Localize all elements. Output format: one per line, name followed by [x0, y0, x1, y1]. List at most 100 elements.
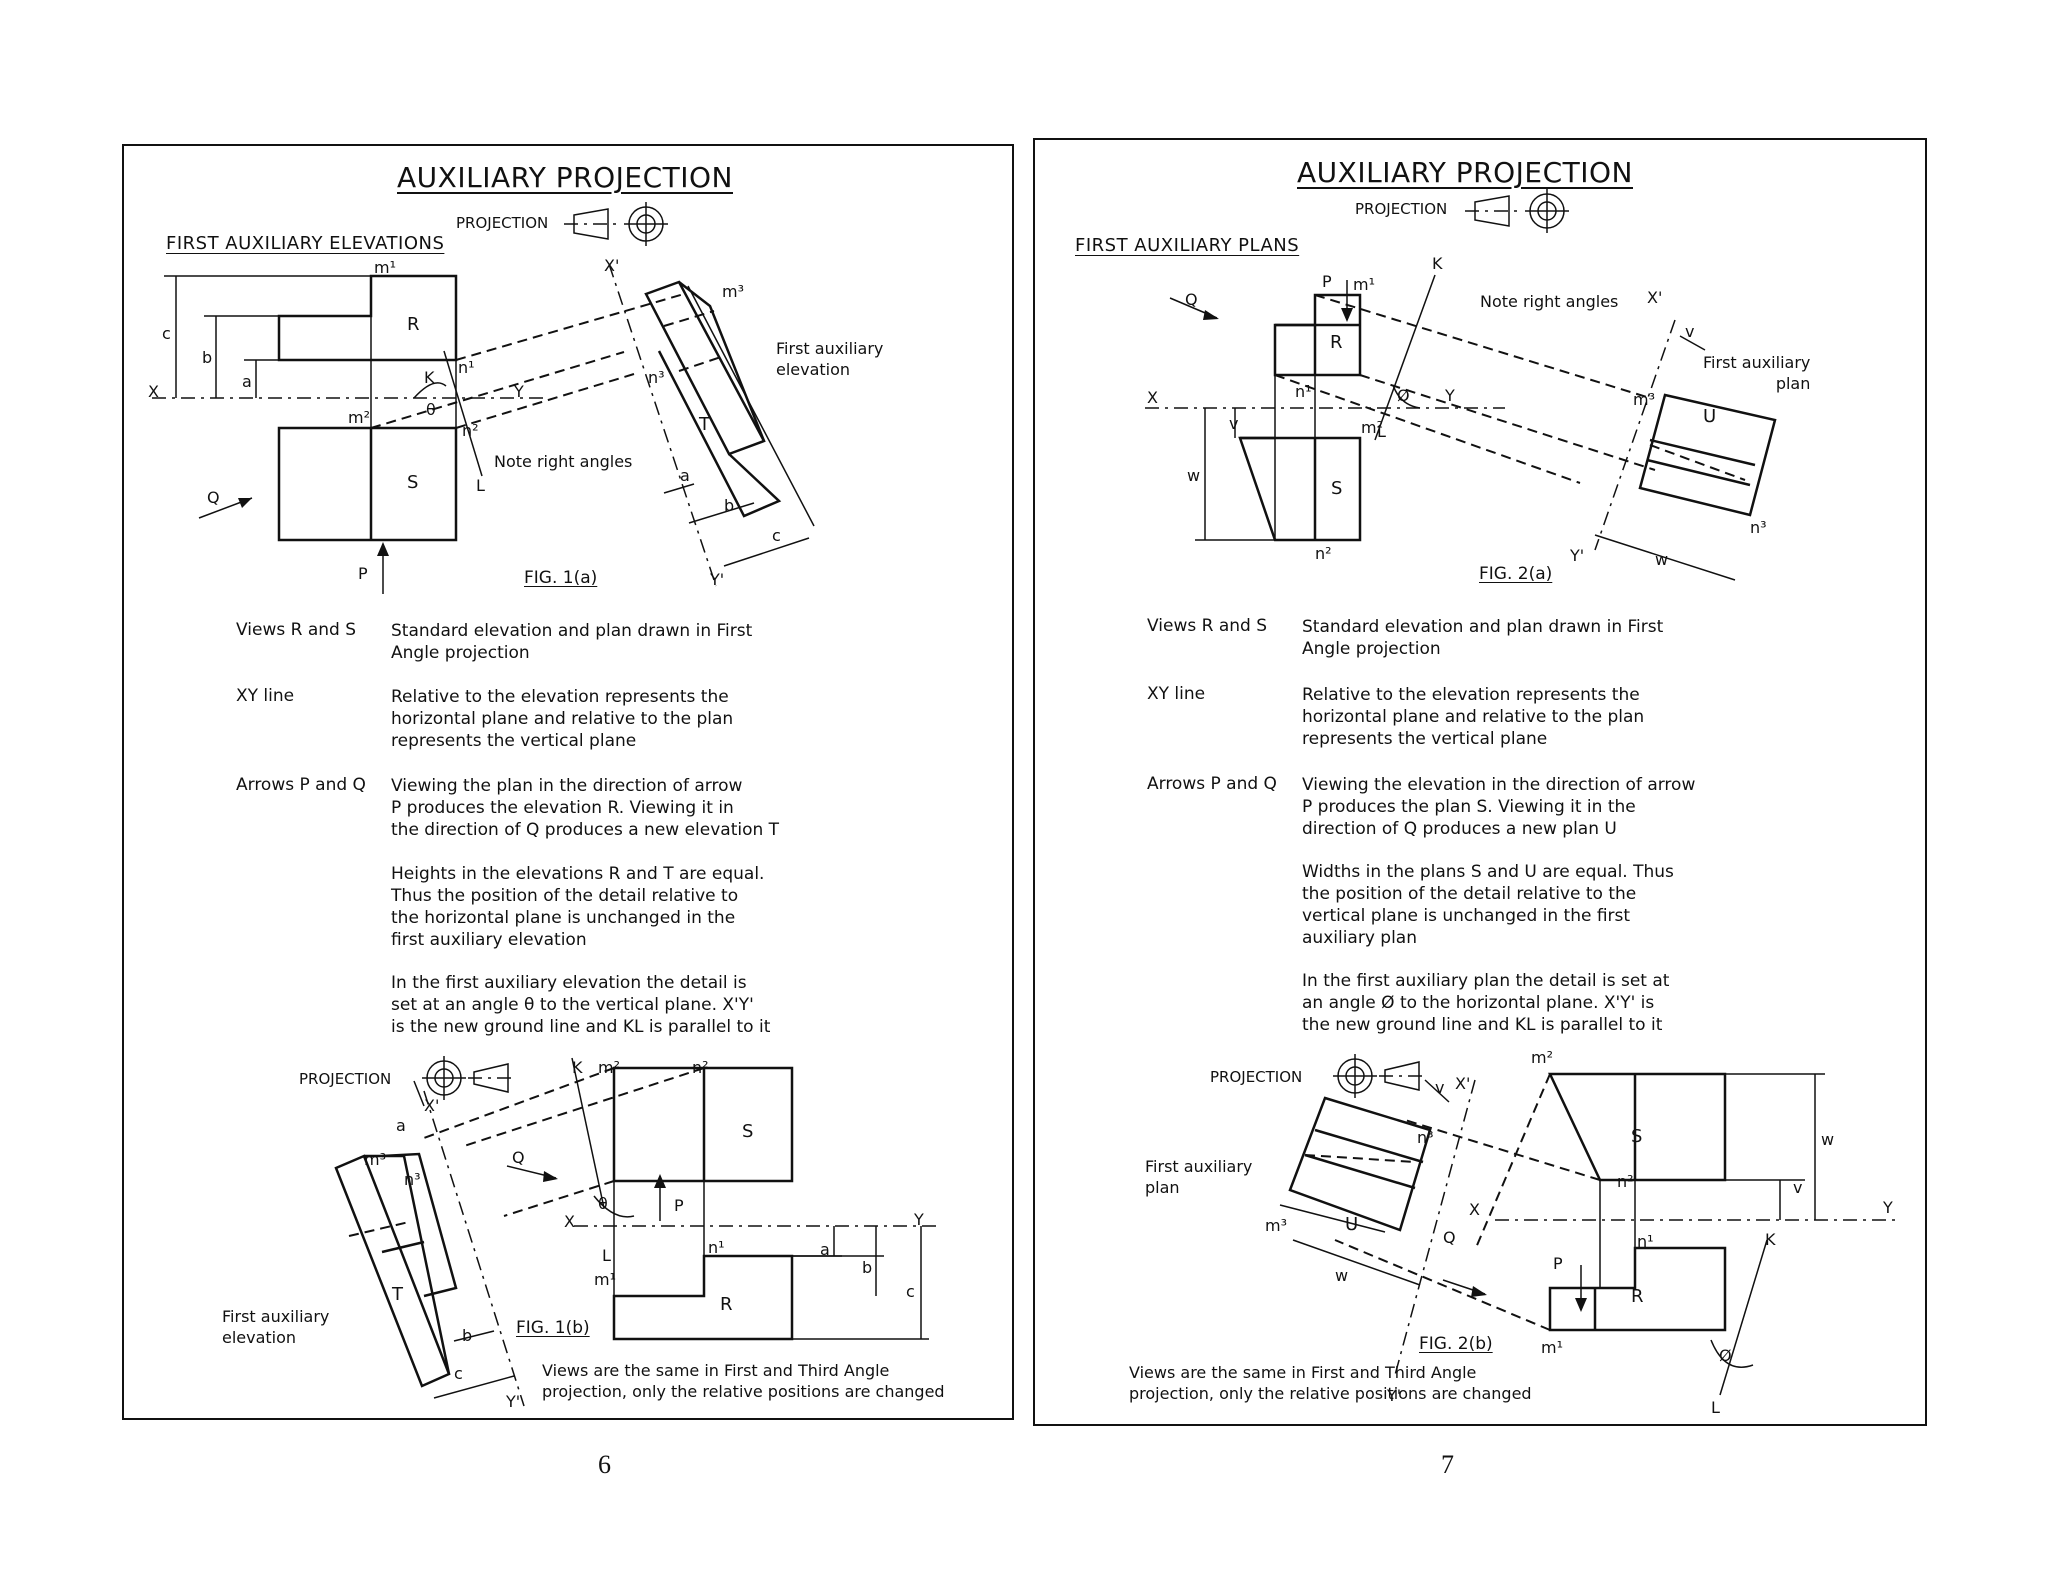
page-title: AUXILIARY PROJECTION — [397, 161, 733, 194]
projection-symbol-icon — [1465, 189, 1569, 233]
note-right-angles: Note right angles — [494, 452, 633, 471]
dim-b-aux-label: b — [724, 496, 735, 515]
arrow-q-label-b: Q — [1443, 1228, 1456, 1247]
desc-term-1: Views R and S — [1147, 616, 1267, 636]
point-m2-label: m² — [1361, 418, 1383, 437]
view-s-label-b: S — [1631, 1126, 1643, 1147]
view-r-label: R — [407, 314, 420, 335]
y-label: Y — [514, 382, 524, 401]
l-label-b: L — [1711, 1398, 1720, 1417]
desc-text-3: Viewing the plan in the direction of arr… — [391, 776, 780, 840]
page-subtitle: FIRST AUXILIARY ELEVATIONS — [166, 233, 445, 254]
point-m3-label-b: m³ — [1265, 1216, 1287, 1235]
dim-w-aux-label-b: w — [1335, 1266, 1349, 1285]
desc-text-5: In the first auxiliary elevation the det… — [391, 973, 771, 1037]
y-label-b: Y — [914, 1210, 924, 1229]
projection-symbol-icon — [564, 202, 668, 246]
phi-label: Ø — [1397, 386, 1410, 405]
dim-c-label: c — [162, 324, 171, 343]
point-n2-label-b: n² — [1617, 1172, 1634, 1191]
fig-1b-caption: FIG. 1(b) — [516, 1318, 590, 1338]
theta-label: θ — [426, 400, 436, 419]
footer-note-left: Views are the same in First and Third An… — [542, 1361, 945, 1401]
dim-a-label-b: a — [820, 1240, 830, 1259]
dim-v-aux-label-b: v — [1435, 1078, 1445, 1097]
point-n1-label: n¹ — [1295, 382, 1312, 401]
dim-v-aux-label: v — [1685, 322, 1695, 341]
x-label: X — [148, 382, 159, 401]
theta-label-b: θ — [598, 1194, 608, 1213]
point-n3-label: n³ — [1750, 518, 1767, 537]
y-prime-label: Y' — [1570, 546, 1585, 565]
point-n3-label-b: n³ — [1417, 1128, 1434, 1147]
dim-w-label: w — [1187, 466, 1201, 485]
arrow-q-label: Q — [1185, 290, 1198, 309]
desc-text-1: Standard elevation and plan drawn in Fir… — [391, 621, 753, 663]
desc-term-2: XY line — [236, 686, 295, 706]
projection-label: PROJECTION — [456, 214, 549, 232]
x-label-b: X — [564, 1212, 575, 1231]
desc-text-2: Relative to the elevation represents the… — [391, 687, 734, 751]
l-label-b: L — [602, 1246, 611, 1265]
desc-term-2: XY line — [1147, 684, 1206, 704]
desc-term-3: Arrows P and Q — [236, 775, 366, 795]
dim-a-aux-label-b: a — [396, 1116, 406, 1135]
page-left: AUXILIARY PROJECTION PROJECTION FIRST AU… — [122, 144, 1014, 1420]
page-number-right: 7 — [1441, 1450, 1454, 1479]
view-t-label-b: T — [392, 1284, 403, 1305]
y-label: Y — [1445, 386, 1455, 405]
point-n1-label-b: n¹ — [1637, 1232, 1654, 1251]
y-prime-label-b: Y' — [1387, 1386, 1402, 1405]
y-prime-label: Y' — [710, 570, 725, 589]
dim-c-aux-label-b: c — [454, 1364, 463, 1383]
arrow-p-label-b: P — [674, 1196, 684, 1215]
arrow-p-label: P — [1322, 272, 1332, 291]
view-s-label: S — [407, 472, 419, 493]
desc-term-1: Views R and S — [236, 620, 356, 640]
view-s-label: S — [1331, 478, 1343, 499]
l-label: L — [476, 476, 485, 495]
l-label: L — [1377, 422, 1386, 441]
x-prime-label-b: X' — [424, 1096, 440, 1115]
phi-label-b: Ø — [1719, 1346, 1732, 1365]
point-m3-label: m³ — [1633, 390, 1655, 409]
dim-b-label: b — [202, 348, 213, 367]
dim-v-label-b: v — [1793, 1178, 1803, 1197]
point-m3-label: m³ — [722, 282, 744, 301]
fig-1a-caption: FIG. 1(a) — [524, 568, 598, 588]
figure-2a-drawing — [1145, 274, 1777, 581]
desc-text-4: Widths in the plans S and U are equal. T… — [1302, 862, 1674, 948]
point-n3-label-b: n³ — [404, 1170, 421, 1189]
page-right: AUXILIARY PROJECTION PROJECTION FIRST AU… — [1033, 138, 1927, 1426]
view-r-label-b: R — [1631, 1286, 1644, 1307]
projection-label-b: PROJECTION — [299, 1070, 392, 1088]
point-m2-label-b: m² — [598, 1058, 620, 1077]
desc-text-1: Standard elevation and plan drawn in Fir… — [1302, 617, 1664, 659]
desc-text-2: Relative to the elevation represents the… — [1302, 685, 1645, 749]
dim-w-label-b: w — [1821, 1130, 1835, 1149]
k-label: K — [424, 368, 435, 387]
y-prime-label-b: Y' — [506, 1392, 521, 1411]
k-label: K — [1432, 254, 1443, 273]
view-r-label-b: R — [720, 1294, 733, 1315]
point-n1-label-b: n¹ — [708, 1238, 725, 1257]
dim-b-label-b: b — [862, 1258, 873, 1277]
point-m1-label-b: m¹ — [594, 1270, 616, 1289]
projection-label-b: PROJECTION — [1210, 1068, 1303, 1086]
point-n2-label: n² — [462, 421, 479, 440]
page-subtitle: FIRST AUXILIARY PLANS — [1075, 235, 1300, 256]
dim-b-aux-label-b: b — [462, 1326, 473, 1345]
point-n2-label: n² — [1315, 544, 1332, 563]
k-label-b: K — [1765, 1230, 1776, 1249]
point-m2-label-b: m² — [1531, 1048, 1553, 1067]
note-right-angles: Note right angles — [1480, 292, 1619, 311]
x-prime-label: X' — [604, 256, 620, 275]
dim-v-label: v — [1229, 414, 1239, 433]
figure-1a-drawing — [152, 263, 815, 594]
point-m3-label-b: m³ — [364, 1150, 386, 1169]
point-m1-label-b: m¹ — [1541, 1338, 1563, 1357]
view-s-label-b: S — [742, 1121, 754, 1142]
